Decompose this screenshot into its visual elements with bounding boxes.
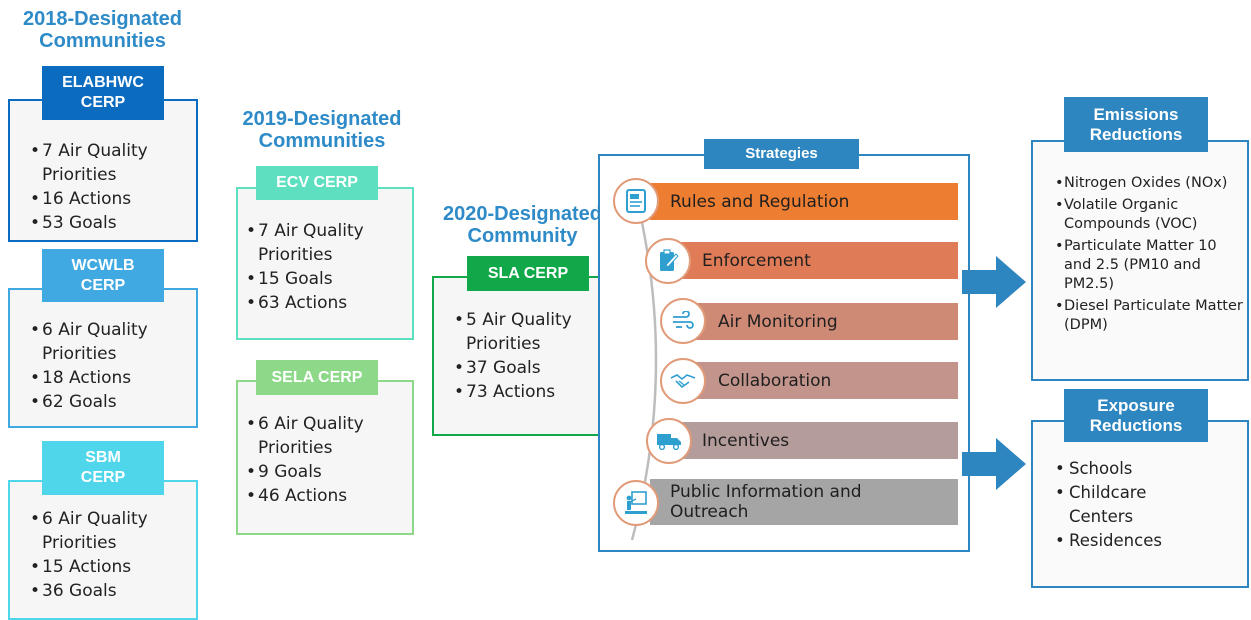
ecv-cerp-tag: ECV CERP <box>256 166 378 200</box>
sla-cerp-box: 5 Air Quality Priorities 37 Goals 73 Act… <box>432 276 624 436</box>
incentives-truck-icon <box>646 418 692 464</box>
list-item: Childcare Centers <box>1055 481 1179 529</box>
list-item: 5 Air Quality Priorities <box>454 308 614 356</box>
list-item: 62 Goals <box>30 390 190 414</box>
strategy-label: Rules and Regulation <box>670 191 850 212</box>
wcwlb-cerp-tag: WCWLB CERP <box>42 249 164 302</box>
list-item: Residences <box>1055 529 1245 553</box>
strategy-bar-air-monitoring: Air Monitoring <box>690 303 958 340</box>
exposure-reductions-title: Exposure Reductions <box>1064 389 1208 442</box>
strategy-bar-rules: Rules and Regulation <box>650 183 958 220</box>
strategy-bar-enforcement: Enforcement <box>680 242 958 279</box>
strategy-label: Collaboration <box>718 370 832 391</box>
strategy-label: Incentives <box>702 430 790 451</box>
list-item: 18 Actions <box>30 366 190 390</box>
list-item: 63 Actions <box>246 291 406 315</box>
list-item: 46 Actions <box>246 484 406 508</box>
strategy-bar-outreach: Public Information and Outreach <box>650 479 958 525</box>
list-item: 37 Goals <box>454 356 614 380</box>
list-item: 73 Actions <box>454 380 614 404</box>
sla-cerp-tag: SLA CERP <box>467 256 589 291</box>
list-item: 6 Air Quality Priorities <box>246 412 406 460</box>
heading-2019: 2019-Designated Communities <box>242 108 402 152</box>
emissions-reductions-box: Nitrogen Oxides (NOx) Volatile Organic C… <box>1031 140 1249 381</box>
outreach-presenter-icon <box>613 480 659 526</box>
list-item: 7 Air Quality Priorities <box>30 139 190 187</box>
elabhwc-cerp-tag: ELABHWC CERP <box>42 66 164 120</box>
elabhwc-cerp-box: 7 Air Quality Priorities 16 Actions 53 G… <box>8 99 198 242</box>
emissions-reductions-title: Emissions Reductions <box>1064 97 1208 152</box>
list-item: 7 Air Quality Priorities <box>246 219 406 267</box>
strategy-label: Enforcement <box>702 250 811 271</box>
exposure-reductions-box: Schools Childcare Centers Residences <box>1031 420 1249 588</box>
list-item: 53 Goals <box>30 211 190 235</box>
list-item: 6 Air Quality Priorities <box>30 507 190 555</box>
list-item: 15 Goals <box>246 267 406 291</box>
list-item: Particulate Matter 10 and 2.5 (PM10 and … <box>1055 237 1245 294</box>
list-item: Schools <box>1055 457 1245 481</box>
list-item: Diesel Particulate Matter (DPM) <box>1055 297 1245 335</box>
enforcement-clipboard-icon <box>645 238 691 284</box>
strategies-title: Strategies <box>704 139 859 169</box>
sela-cerp-tag: SELA CERP <box>256 360 378 395</box>
arrow-to-exposure <box>962 438 1026 490</box>
arrow-to-emissions <box>962 256 1026 308</box>
list-item: 15 Actions <box>30 555 190 579</box>
heading-2018: 2018-Designated Communities <box>23 8 182 52</box>
sela-cerp-box: 6 Air Quality Priorities 9 Goals 46 Acti… <box>236 380 414 535</box>
rules-document-icon <box>613 178 659 224</box>
heading-2020: 2020-Designated Community <box>443 203 602 247</box>
list-item: 6 Air Quality Priorities <box>30 318 190 366</box>
list-item: 16 Actions <box>30 187 190 211</box>
sbm-cerp-box: 6 Air Quality Priorities 15 Actions 36 G… <box>8 480 198 620</box>
ecv-cerp-box: 7 Air Quality Priorities 15 Goals 63 Act… <box>236 187 414 340</box>
strategy-label: Public Information and Outreach <box>670 482 862 522</box>
list-item: 36 Goals <box>30 579 190 603</box>
strategy-label: Air Monitoring <box>718 311 838 332</box>
air-monitoring-wind-icon <box>660 298 706 344</box>
list-item: Volatile Organic Compounds (VOC) <box>1055 196 1245 234</box>
collaboration-handshake-icon <box>660 358 706 404</box>
list-item: Nitrogen Oxides (NOx) <box>1055 174 1245 193</box>
strategy-bar-collaboration: Collaboration <box>690 362 958 399</box>
wcwlb-cerp-box: 6 Air Quality Priorities 18 Actions 62 G… <box>8 288 198 428</box>
sbm-cerp-tag: SBM CERP <box>42 441 164 495</box>
list-item: 9 Goals <box>246 460 406 484</box>
strategy-bar-incentives: Incentives <box>680 422 958 459</box>
